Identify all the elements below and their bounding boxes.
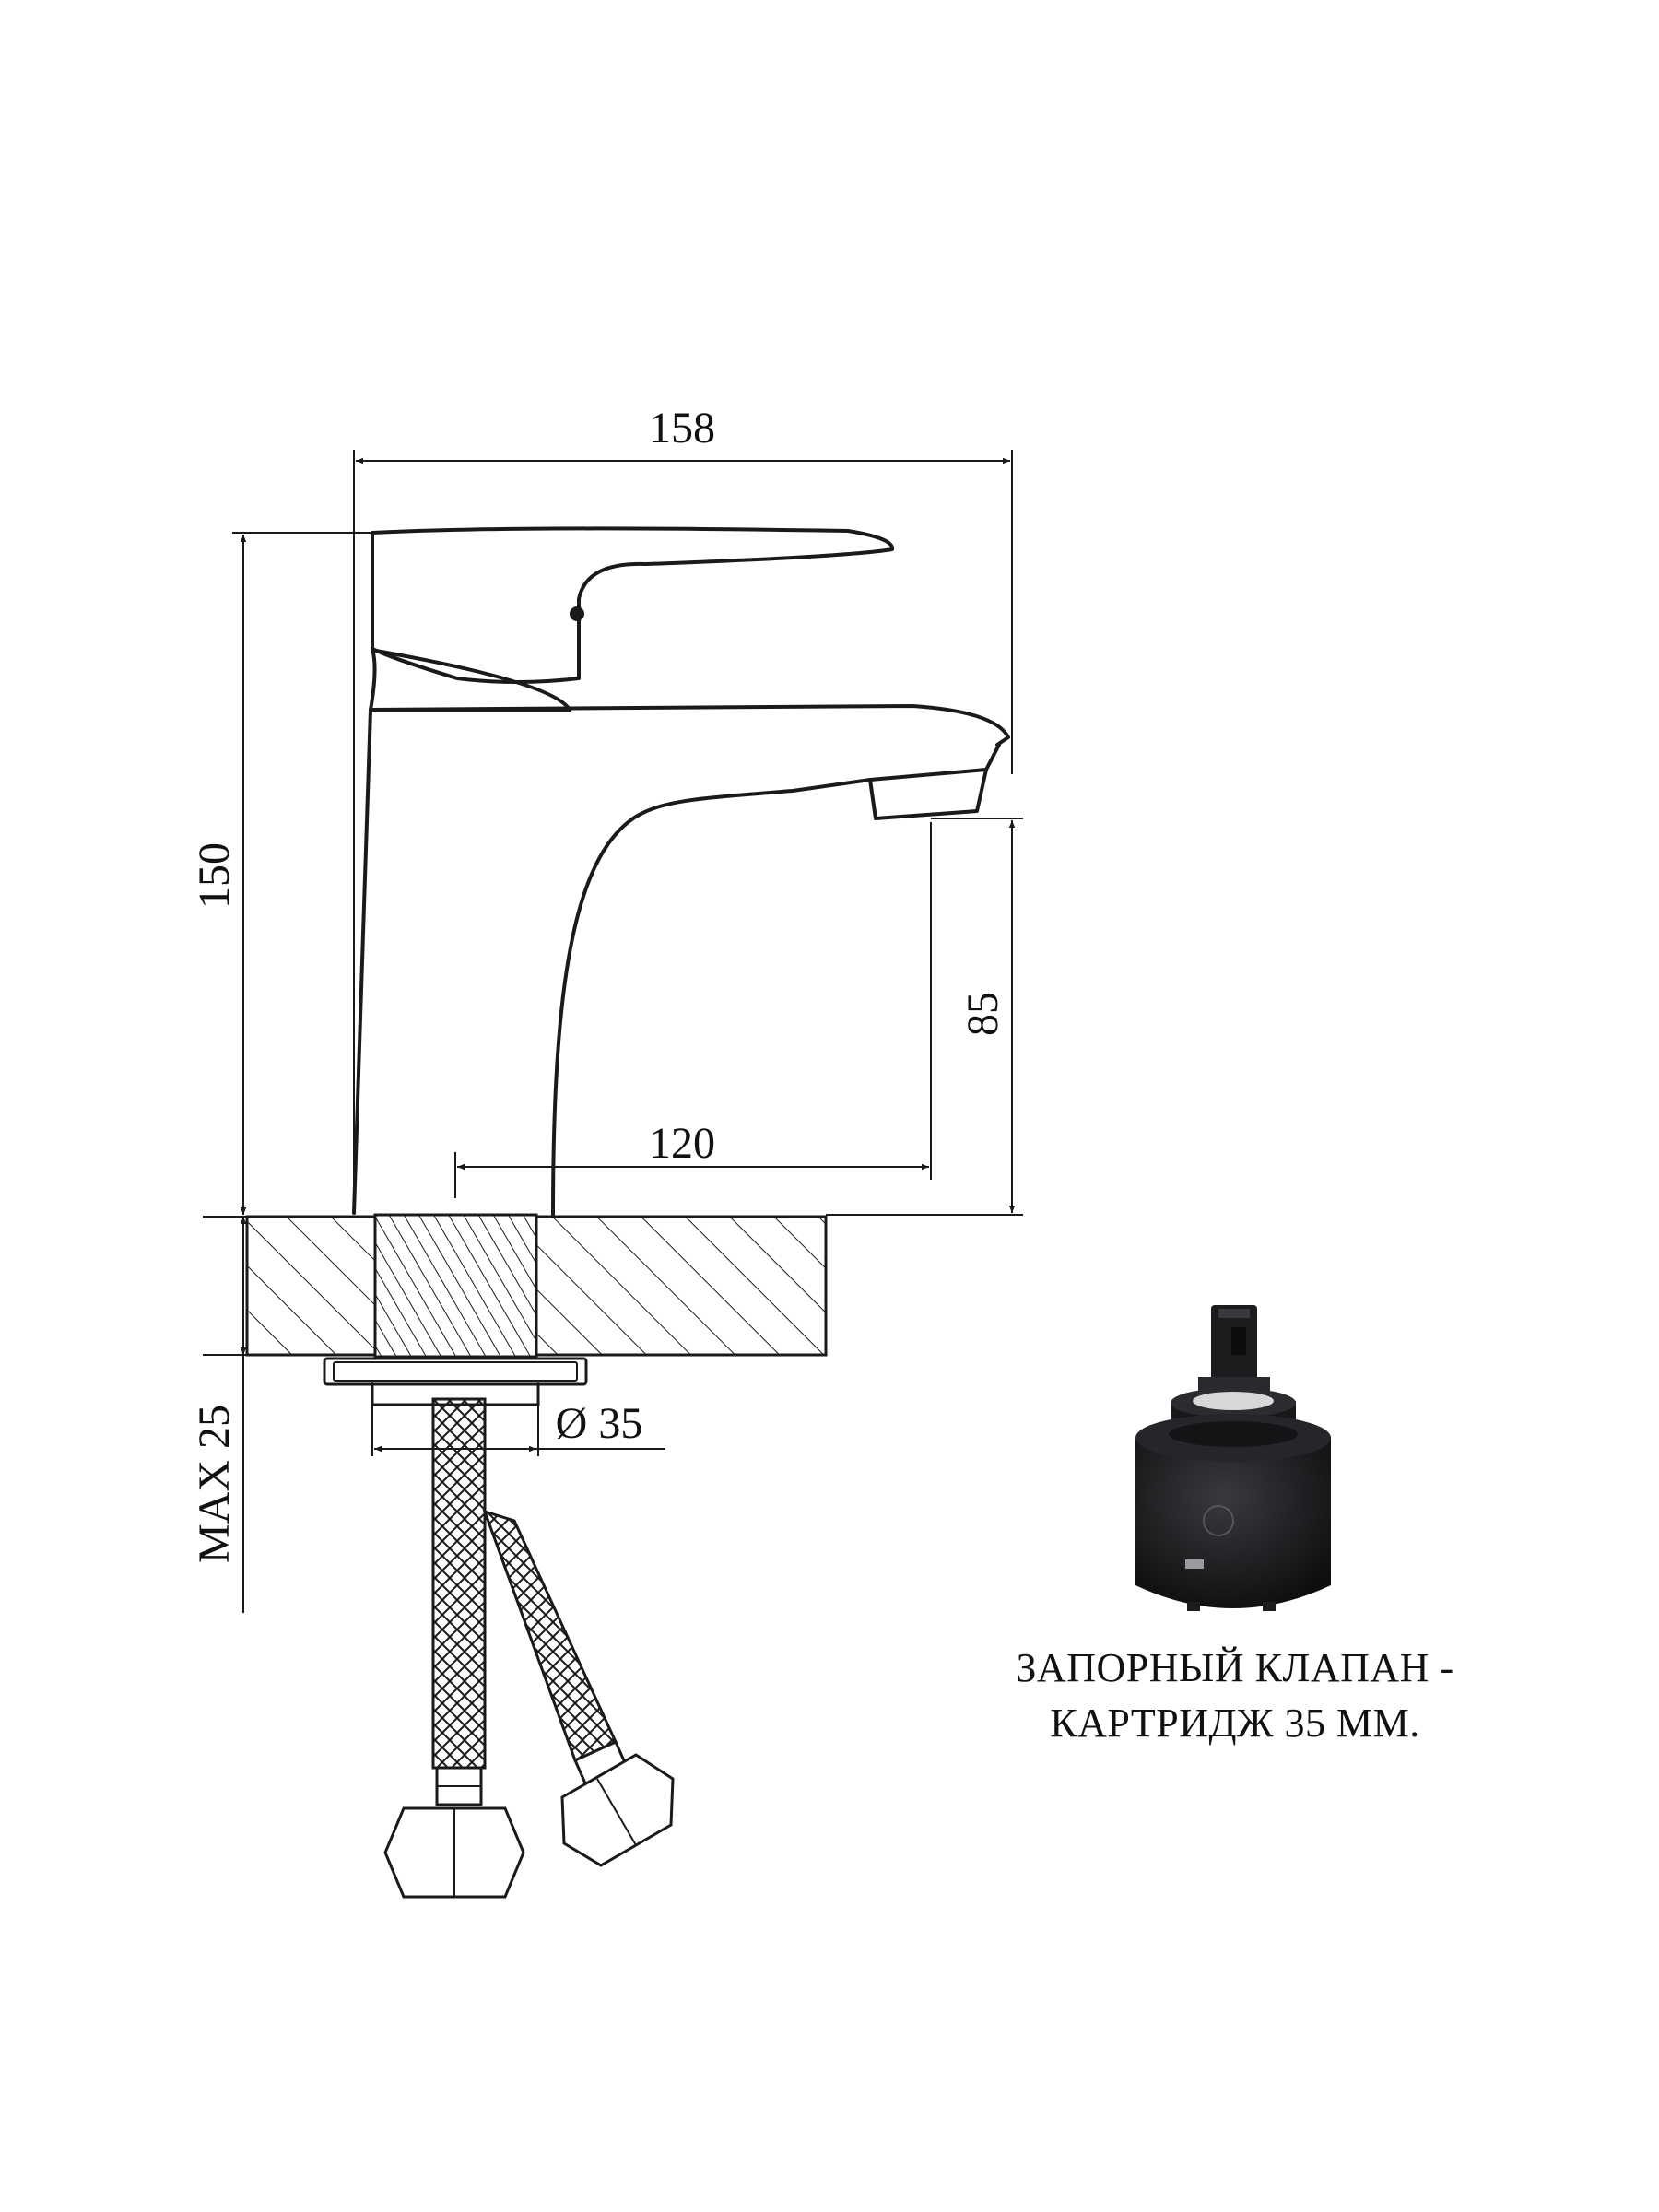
cartridge-caption: ЗАПОРНЫЙ КЛАПАН - КАРТРИДЖ 35 ММ.	[977, 1641, 1493, 1751]
dimension-total-height	[232, 532, 371, 1215]
faucet-outline	[352, 526, 1010, 1218]
cartridge-image	[1135, 1305, 1331, 1611]
cartridge-caption-line1: ЗАПОРНЫЙ КЛАПАН -	[1016, 1645, 1454, 1690]
dim-label-diameter-35: Ø 35	[556, 1399, 643, 1448]
dimension-spout-reach	[454, 822, 932, 1198]
supply-hose-right	[482, 1509, 675, 1867]
countertop-section	[203, 1213, 828, 1359]
dim-label-158: 158	[649, 404, 715, 453]
dimension-spout-height	[826, 818, 1023, 1216]
supply-hose-left	[383, 1397, 525, 1899]
dim-label-120: 120	[649, 1119, 715, 1168]
lever-pivot	[570, 606, 584, 621]
dim-label-max-25: MAX 25	[190, 1405, 239, 1563]
dimension-total-width	[353, 450, 1013, 1213]
cartridge-caption-line2: КАРТРИДЖ 35 ММ.	[1050, 1700, 1420, 1746]
dim-label-85: 85	[959, 992, 1007, 1036]
dim-label-150: 150	[190, 842, 239, 909]
hose-nut-right	[560, 1753, 675, 1867]
